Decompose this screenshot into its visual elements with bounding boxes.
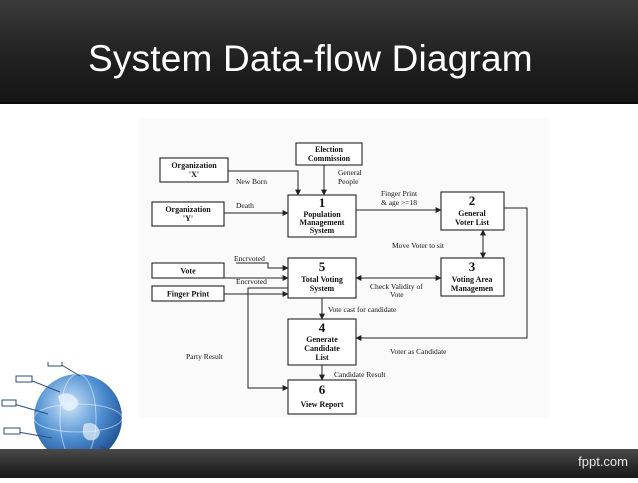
- label-encrypted-top: Encrvoted: [234, 254, 265, 263]
- label-party-result: Party Result: [186, 352, 224, 361]
- svg-text:Finger Print: Finger Print: [167, 290, 210, 299]
- svg-text:Total Voting: Total Voting: [301, 275, 343, 284]
- box-finger-print: Finger Print: [151, 285, 225, 302]
- footer-brand: fppt.com: [578, 454, 628, 469]
- label-finger-print-age-1: Finger Print: [381, 189, 418, 198]
- svg-text:General: General: [458, 209, 486, 218]
- svg-text:System: System: [310, 226, 335, 235]
- label-check-validity-1: Check Validity of: [370, 282, 423, 291]
- svg-text:5: 5: [319, 259, 326, 274]
- process-4-generate-candidate-list: 4 Generate Candidate List: [287, 318, 357, 366]
- svg-text:4: 4: [319, 320, 326, 335]
- footer-bar: fppt.com: [0, 449, 638, 478]
- process-6-view-report: 6 View Report: [287, 379, 357, 415]
- box-vote: Vote: [151, 262, 225, 279]
- title-bar: System Data-flow Diagram: [0, 0, 638, 104]
- label-new-born: New Born: [236, 177, 267, 186]
- svg-text:3: 3: [469, 259, 476, 274]
- slide-title: System Data-flow Diagram: [88, 38, 533, 79]
- label-move-voter: Move Voter to sit: [392, 241, 445, 250]
- edge-orgx-to-p1: [223, 170, 301, 196]
- svg-text:Candidate: Candidate: [304, 344, 340, 353]
- box-organization-y: Organization 'Y': [151, 201, 225, 227]
- label-death: Death: [236, 201, 254, 210]
- label-vote-cast: Vote cast for candidate: [328, 305, 397, 314]
- process-2-general-voter-list: 2 General Voter List: [440, 191, 505, 231]
- svg-text:List: List: [315, 353, 329, 362]
- svg-text:6: 6: [319, 382, 326, 397]
- svg-text:Managemen: Managemen: [451, 284, 494, 293]
- box-election-commission: Election Commission: [295, 142, 363, 166]
- edge-p2-to-p4: [355, 207, 528, 341]
- process-3-voting-area-management: 3 Voting Area Managemen: [440, 257, 505, 297]
- edge-p5-to-p6: [247, 287, 289, 391]
- data-flow-diagram: Election Commission Organization 'X' Org…: [138, 118, 550, 418]
- svg-text:'X': 'X': [189, 170, 199, 179]
- svg-text:Election: Election: [315, 145, 344, 154]
- svg-text:Management: Management: [300, 218, 345, 227]
- svg-text:'Y': 'Y': [183, 214, 193, 223]
- label-general-people-1: General: [338, 168, 362, 177]
- label-voter-as-candidate: Voter as Candidate: [390, 347, 447, 356]
- svg-text:Voter List: Voter List: [455, 218, 489, 227]
- svg-text:Population: Population: [303, 210, 341, 219]
- edges: [223, 165, 528, 391]
- edge-encrypted-to-p5: [236, 262, 289, 271]
- svg-text:Generate: Generate: [306, 335, 338, 344]
- label-check-validity-2: Vote: [390, 290, 404, 299]
- svg-text:Organization: Organization: [165, 205, 211, 214]
- svg-text:Organization: Organization: [171, 161, 217, 170]
- flow-labels: New Born Death General People Finger Pri…: [186, 168, 447, 379]
- svg-text:View Report: View Report: [300, 400, 343, 409]
- process-5-total-voting-system: 5 Total Voting System: [287, 257, 357, 299]
- box-organization-x: Organization 'X': [159, 157, 229, 183]
- svg-text:1: 1: [319, 195, 326, 210]
- label-finger-print-age-2: & age >=18: [381, 198, 417, 207]
- label-candidate-result: Candidate Result: [334, 370, 386, 379]
- svg-text:Voting Area: Voting Area: [452, 275, 493, 284]
- label-general-people-2: People: [338, 177, 359, 186]
- svg-text:Vote: Vote: [180, 267, 196, 276]
- label-encrypted-bottom: Encrvoted: [236, 277, 267, 286]
- process-1-population-management: 1 Population Management System: [287, 194, 357, 238]
- svg-text:Commission: Commission: [308, 154, 351, 163]
- svg-text:System: System: [310, 284, 335, 293]
- svg-text:2: 2: [469, 193, 476, 208]
